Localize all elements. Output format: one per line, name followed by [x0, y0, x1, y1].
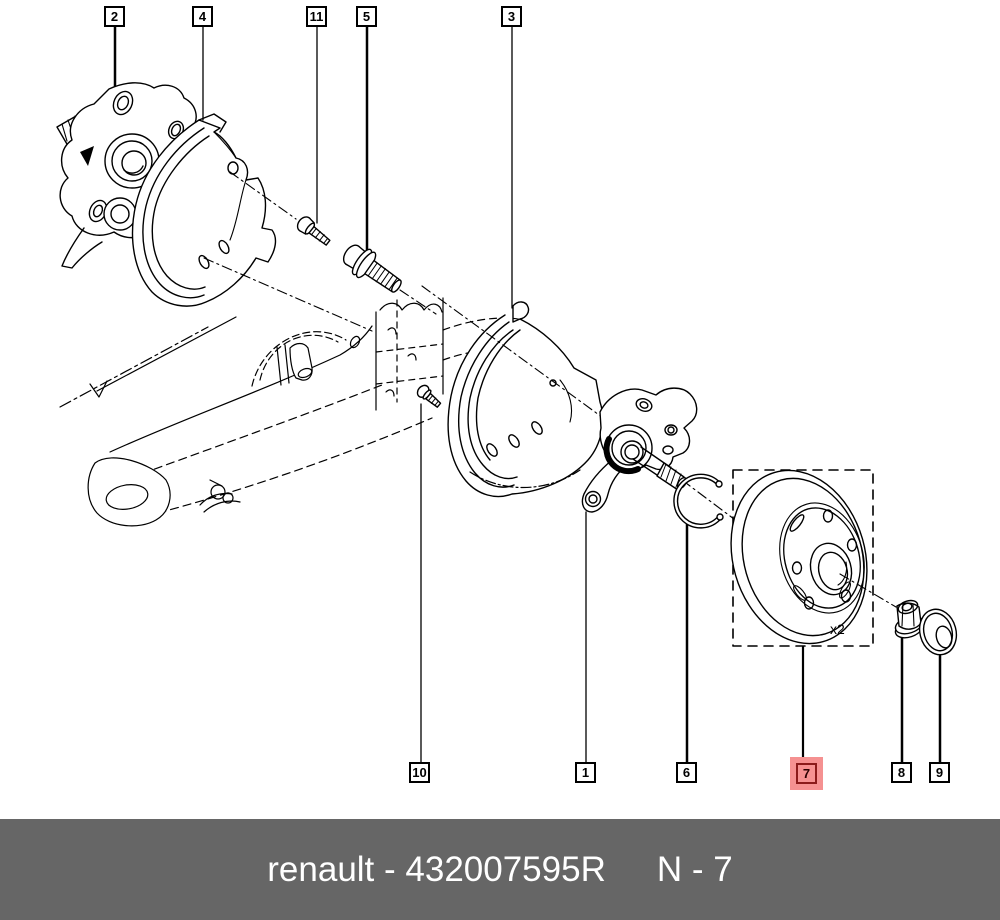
- part-7-brake-disc-drawing: x2: [730, 469, 897, 647]
- callout-11[interactable]: 11: [306, 6, 327, 27]
- part-5-bolt-drawing: [342, 244, 402, 293]
- callout-5[interactable]: 5: [356, 6, 377, 27]
- callout-3[interactable]: 3: [501, 6, 522, 27]
- callout-2[interactable]: 2: [104, 6, 125, 27]
- callout-9[interactable]: 9: [929, 762, 950, 783]
- part-10-screw-drawing: [416, 384, 442, 408]
- footer-bar: renault - 432007595R N - 7: [0, 819, 1000, 920]
- leader-lines: [113, 25, 942, 764]
- callout-1[interactable]: 1: [575, 762, 596, 783]
- callout-7-highlight: 7: [790, 757, 823, 790]
- part-6-circlip-drawing: [673, 473, 724, 529]
- callout-6[interactable]: 6: [676, 762, 697, 783]
- rear-axle-beam-reference-drawing: [59, 297, 526, 527]
- assembly-axis-lines: [203, 171, 755, 535]
- part-3-splash-shield-drawing: [447, 301, 604, 498]
- part-9-dust-cap-drawing: [918, 608, 958, 656]
- footer-brand-part-number: renault - 432007595R: [267, 849, 606, 889]
- callout-10[interactable]: 10: [409, 762, 430, 783]
- part-1-stub-axle-drawing: [581, 387, 698, 513]
- part-4-splash-shield-drawing: [131, 113, 277, 307]
- quantity-label: x2: [830, 621, 845, 637]
- exploded-view-drawing: x2: [56, 25, 958, 764]
- part-11-screw-drawing: [296, 216, 331, 246]
- callout-4[interactable]: 4: [192, 6, 213, 27]
- callout-8[interactable]: 8: [891, 762, 912, 783]
- callout-7-selected[interactable]: 7: [796, 763, 817, 784]
- footer-page-reference: N - 7: [656, 849, 733, 889]
